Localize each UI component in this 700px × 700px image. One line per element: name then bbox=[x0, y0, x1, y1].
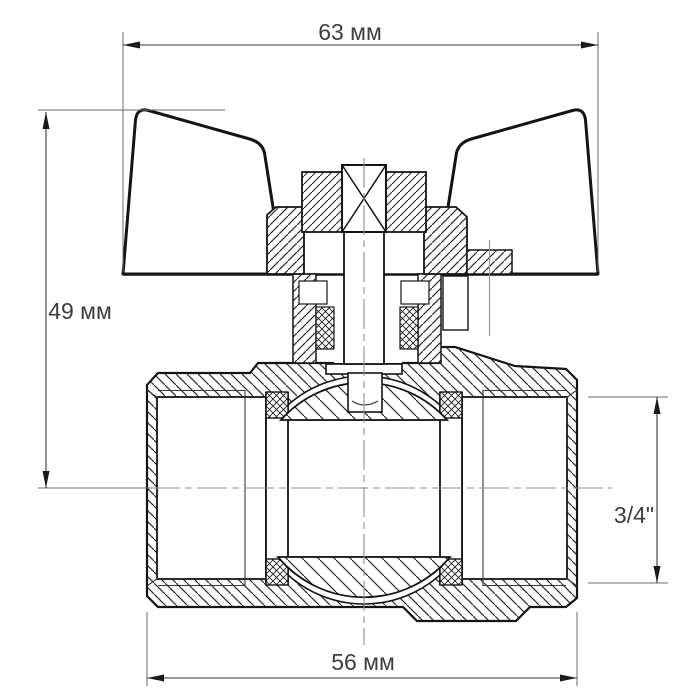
stem-shaft bbox=[343, 231, 385, 365]
dimension-label-top-width: 63 мм bbox=[318, 19, 382, 45]
right-seat-seal-top bbox=[439, 391, 463, 419]
gland-flange-left bbox=[266, 206, 305, 275]
dimension-top-extension-lines bbox=[122, 32, 599, 272]
dimension-left-extension-lines bbox=[38, 109, 225, 489]
dimension-right: 3/4" bbox=[588, 396, 668, 584]
dimension-left: 49 мм bbox=[38, 109, 225, 489]
retainer-clip-right bbox=[400, 280, 430, 305]
dimension-bottom-extension-lines bbox=[146, 612, 578, 686]
valve-handle bbox=[121, 108, 600, 276]
arrow-up-icon bbox=[653, 397, 661, 414]
right-seat-seal-bottom bbox=[439, 558, 463, 586]
dimension-top: 63 мм bbox=[122, 19, 599, 272]
stem-packing-right bbox=[399, 306, 419, 350]
stem-tang bbox=[347, 372, 383, 413]
arrow-up-icon bbox=[42, 112, 50, 129]
right-port-chamfers bbox=[565, 389, 578, 587]
valve-section-view bbox=[121, 108, 612, 645]
left-seat-seal-top bbox=[265, 391, 289, 419]
dimension-label-port-size: 3/4" bbox=[614, 502, 654, 528]
left-seat-band bbox=[266, 392, 288, 585]
dimension-right-extension-lines bbox=[588, 396, 668, 584]
left-port-chamfers bbox=[146, 389, 159, 587]
bonnet-slot bbox=[442, 275, 469, 331]
arrow-right-icon bbox=[581, 41, 598, 49]
dimension-bottom: 56 мм bbox=[146, 612, 578, 686]
stem-packing-left bbox=[315, 306, 335, 350]
centerlines bbox=[150, 158, 612, 645]
arrow-down-icon bbox=[42, 471, 50, 488]
gland-flange-right bbox=[423, 206, 468, 275]
handle-left-wing bbox=[121, 108, 285, 276]
dimension-label-body-length: 56 мм bbox=[331, 649, 395, 675]
stem-nut-right bbox=[385, 171, 427, 233]
arrow-left-icon bbox=[147, 674, 164, 682]
arrow-left-icon bbox=[123, 41, 140, 49]
stem-nut-left bbox=[301, 171, 343, 233]
dimension-label-handle-height: 49 мм bbox=[48, 298, 112, 324]
arrow-right-icon bbox=[560, 674, 577, 682]
ball-bottom-section bbox=[276, 556, 452, 599]
retainer-clip-left bbox=[298, 280, 328, 305]
left-seat-seal-bottom bbox=[265, 558, 289, 586]
arrow-down-icon bbox=[653, 566, 661, 583]
handle-right-wing bbox=[436, 108, 600, 276]
